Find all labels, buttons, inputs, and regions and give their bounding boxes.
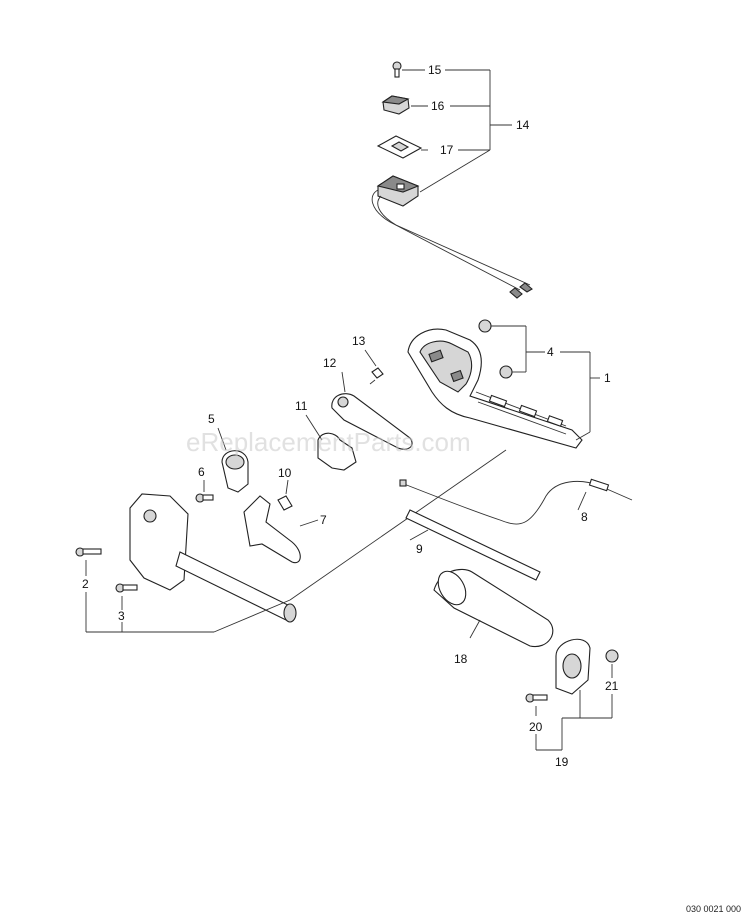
part-12-lever [331,371,413,450]
callout-20: 20 [529,720,543,734]
callout-12: 12 [323,356,337,370]
part-13-spring [364,349,384,385]
callout-10: 10 [278,466,292,480]
part-14-stop-switch [371,175,533,299]
callout-15: 15 [428,63,442,77]
part-2-bolt [75,547,102,557]
diagram-code: 030 0021 000 [686,904,741,914]
part-10-spring [277,479,293,511]
part-1-handle-housing [407,328,583,449]
part-20-bolt [525,693,548,703]
callout-6: 6 [198,465,205,479]
callout-8: 8 [581,510,588,524]
part-21-nut [605,649,619,663]
callout-19: 19 [555,755,569,769]
callout-17: 17 [440,143,454,157]
part-19-clamp [555,638,591,695]
callout-3: 3 [118,609,125,623]
part-5-holder [217,427,249,493]
part-18-grip [433,568,554,648]
callout-bracket-19 [535,664,613,751]
callout-bracket-1-4 [491,325,600,441]
callout-2: 2 [82,577,89,591]
callout-5: 5 [208,412,215,426]
callout-13: 13 [352,334,366,348]
watermark: eReplacementParts.com [186,427,471,457]
callout-21: 21 [605,679,619,693]
part-3-bolt [115,583,138,593]
part-15-screw [392,61,402,78]
part-4-nuts [478,319,513,379]
part-17-plate [376,135,423,159]
part-6-bolt [195,480,214,503]
part-8-throttle-cable [399,478,633,525]
callout-bracket-3 [85,449,507,633]
callout-1: 1 [604,371,611,385]
callout-16: 16 [431,99,445,113]
part-7-trigger [243,495,319,564]
part-9-tube [405,509,541,581]
part-11-clip [305,414,357,471]
callout-18: 18 [454,652,468,666]
callout-14: 14 [516,118,530,132]
callout-4: 4 [547,345,554,359]
callout-9: 9 [416,542,423,556]
callout-7: 7 [320,513,327,527]
part-3-handle-base [129,493,297,623]
part-16-grommet [381,95,410,115]
callout-11: 11 [295,399,308,413]
callout-bracket-14 [402,69,512,193]
